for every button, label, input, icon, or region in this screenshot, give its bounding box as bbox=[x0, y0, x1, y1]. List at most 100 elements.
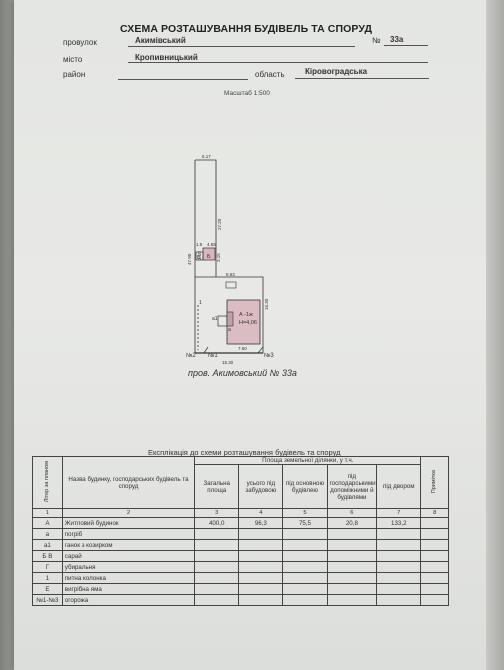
cell-name: ганок з козирком bbox=[61, 539, 196, 551]
label-v: В bbox=[197, 255, 201, 261]
cell-house bbox=[282, 539, 328, 551]
cell-yard bbox=[376, 561, 422, 573]
header-area-group: Площа земельної ділянки, у т.ч. bbox=[194, 456, 422, 465]
cell-name: огорожа bbox=[61, 594, 196, 606]
shed-v bbox=[195, 251, 204, 261]
cell-total bbox=[194, 594, 240, 606]
region-value: Кіровоградська bbox=[305, 67, 368, 76]
cell-yard bbox=[376, 594, 422, 606]
cell-outb bbox=[326, 561, 378, 573]
cell-total bbox=[194, 528, 240, 540]
region-underline bbox=[295, 78, 429, 79]
label-a-small: а bbox=[228, 327, 231, 333]
background-left bbox=[0, 0, 14, 670]
explication-title: Експлікація до схеми розташування будіве… bbox=[148, 448, 341, 457]
cell-total bbox=[194, 550, 240, 562]
cell-built bbox=[238, 550, 284, 562]
cell-built bbox=[238, 572, 284, 584]
label-a: А -1ж bbox=[239, 312, 253, 318]
cell-lit: а1 bbox=[32, 539, 63, 551]
label-b: Б bbox=[207, 254, 211, 260]
dim-bottom-right: 7.60 bbox=[238, 346, 247, 351]
cell-house bbox=[282, 572, 328, 584]
city-value: Кропивницький bbox=[135, 53, 198, 62]
cell-lit: Г bbox=[32, 561, 63, 573]
number-value: 33а bbox=[390, 35, 404, 44]
cell-lit: а bbox=[32, 528, 63, 540]
cell-yard: 133,2 bbox=[376, 517, 422, 529]
cell-outb bbox=[326, 539, 378, 551]
site-plan-drawing: 6.17 27.20 47.90 1.5 4.65 2.10 3.15 8.63… bbox=[186, 154, 274, 365]
dim-4: 3.15 bbox=[216, 253, 221, 262]
label-fence-2: №2 bbox=[186, 352, 196, 359]
street-label: провулок bbox=[63, 38, 97, 47]
cell-note bbox=[420, 539, 449, 551]
dim-5: 8.63 bbox=[226, 272, 235, 277]
cell-name: сарай bbox=[61, 550, 196, 562]
cell-built: 96,3 bbox=[238, 517, 284, 529]
cell-yard bbox=[376, 539, 422, 551]
cell-note bbox=[420, 517, 449, 529]
cell-name: вигрібна яма bbox=[61, 583, 196, 595]
cell-note bbox=[420, 561, 449, 573]
cell-note bbox=[420, 572, 449, 584]
city-label: місто bbox=[63, 55, 83, 64]
number-underline bbox=[384, 45, 428, 46]
header-under-house: під основною будівлею bbox=[282, 464, 328, 509]
cell-total bbox=[194, 583, 240, 595]
explication-table: Літер за планом Назва будинку, господарс… bbox=[32, 456, 449, 606]
cell-note bbox=[420, 550, 449, 562]
gate-mark bbox=[203, 346, 209, 354]
cell-outb bbox=[326, 583, 378, 595]
document-title: СХЕМА РОЗТАШУВАННЯ БУДІВЕЛЬ ТА СПОРУД bbox=[120, 23, 373, 35]
header-name: Назва будинку, господарських будівель та… bbox=[61, 456, 196, 509]
dim-top: 6.17 bbox=[202, 154, 211, 159]
cell-built bbox=[238, 539, 284, 551]
dim-3: 2.10 bbox=[197, 251, 202, 260]
cell-lit: А bbox=[32, 517, 63, 529]
cell-note bbox=[420, 594, 449, 606]
district-underline bbox=[118, 79, 248, 80]
cell-name: убиральня bbox=[61, 561, 196, 573]
cell-house bbox=[282, 561, 328, 573]
header-total: Загальна площа bbox=[194, 464, 240, 509]
cell-yard bbox=[376, 572, 422, 584]
scale-label: Масштаб 1:500 bbox=[224, 90, 270, 97]
dim-bottom-left: 15.30 bbox=[222, 360, 234, 365]
label-a1: а1 bbox=[212, 316, 218, 322]
cell-lit: Б В bbox=[32, 550, 63, 562]
plan-caption: пров. Акимовський № 33а bbox=[188, 368, 297, 378]
cell-built bbox=[238, 561, 284, 573]
header-under-outbuildings: під господарськими, допоміжними й будівл… bbox=[326, 464, 378, 509]
dim-right-long: 27.20 bbox=[217, 218, 222, 230]
label-fence-3: №3 bbox=[264, 352, 274, 359]
header-note: Примітка bbox=[420, 456, 449, 509]
dim-2: 4.65 bbox=[207, 242, 216, 247]
cell-total: 400,0 bbox=[194, 517, 240, 529]
label-well: 1 bbox=[199, 300, 202, 306]
cellar-a bbox=[226, 311, 234, 327]
dim-6: 16.30 bbox=[264, 298, 269, 310]
header-lit: Літер за планом bbox=[32, 456, 63, 509]
cell-outb bbox=[326, 572, 378, 584]
cell-house bbox=[282, 594, 328, 606]
cell-built bbox=[238, 528, 284, 540]
cell-yard bbox=[376, 583, 422, 595]
district-label: район bbox=[63, 70, 86, 79]
cell-name: Житловий будинок bbox=[61, 517, 196, 529]
outhouse-g bbox=[225, 281, 237, 289]
region-label: область bbox=[255, 70, 285, 79]
gate-mark-right bbox=[257, 346, 264, 354]
cell-name: погріб bbox=[61, 528, 196, 540]
cell-house: 75,5 bbox=[282, 517, 328, 529]
header-yard: під двором bbox=[376, 464, 422, 509]
porch-a1 bbox=[217, 315, 228, 327]
